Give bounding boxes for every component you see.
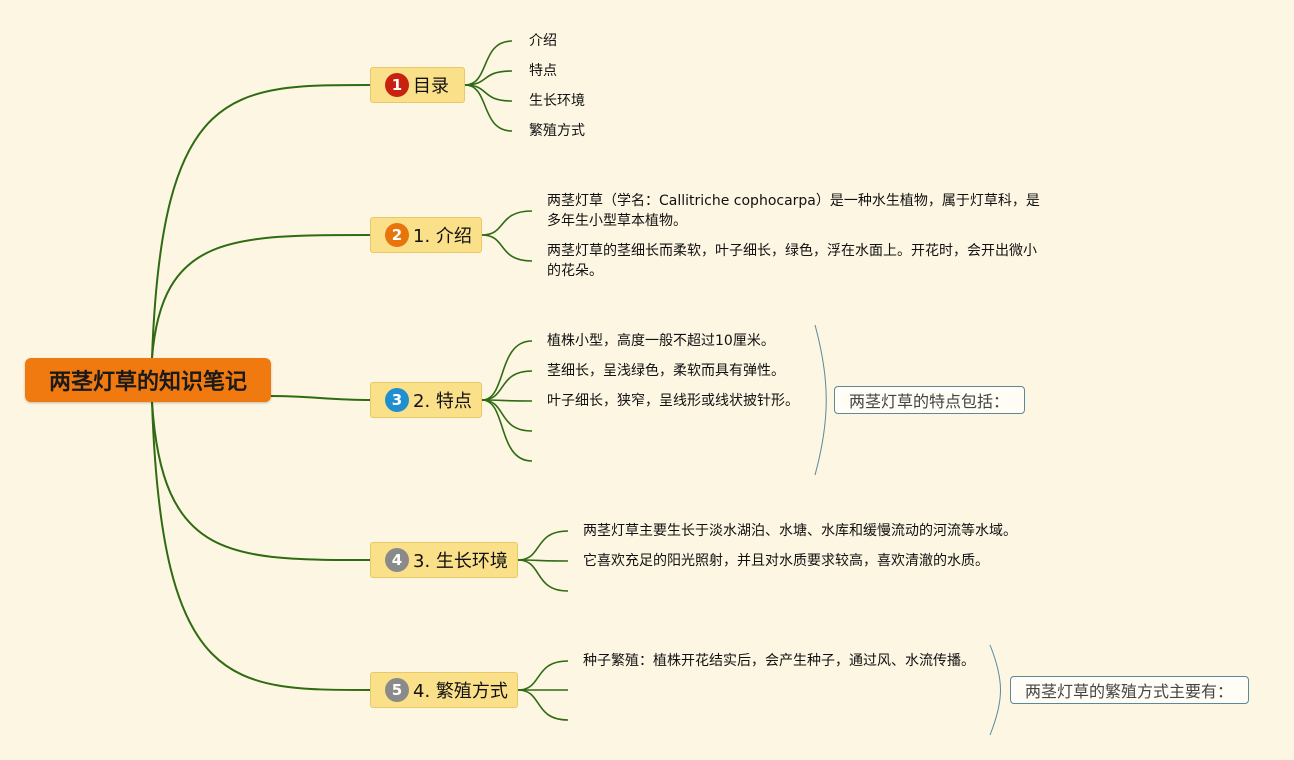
child-branch-3-2 [481, 370, 533, 401]
feature-item-3[interactable]: 叶子细长，狭窄，呈线形或线状披针形。 [547, 393, 799, 409]
topic-contents[interactable]: 1 目录 [370, 67, 465, 103]
child-branch-4-3 [517, 559, 569, 592]
habitat-text-2[interactable]: 它喜欢充足的阳光照射，并且对水质要求较高，喜欢清澈的水质。 [583, 553, 989, 569]
child-branch-3-4 [481, 399, 533, 432]
summary-reproduction[interactable]: 两茎灯草的繁殖方式主要有： [1010, 676, 1249, 704]
topic-label: 4. 繁殖方式 [413, 681, 508, 702]
summary-label: 两茎灯草的特点包括： [849, 392, 1010, 411]
main-branch-3 [270, 395, 371, 401]
child-branch-3-5 [481, 399, 533, 462]
topic-label: 3. 生长环境 [413, 551, 508, 572]
child-branch-2-1 [481, 210, 533, 236]
child-branch-1-4 [464, 84, 513, 132]
child-branch-4-1 [517, 530, 569, 561]
summary-features[interactable]: 两茎灯草的特点包括： [834, 386, 1025, 414]
child-branch-2-2 [481, 234, 533, 262]
summary-bracket-reproduction [989, 644, 1001, 736]
feature-item-2[interactable]: 茎细长，呈浅绿色，柔软而具有弹性。 [547, 363, 785, 379]
feature-item-1[interactable]: 植株小型，高度一般不超过10厘米。 [547, 333, 775, 349]
subtopic-features[interactable]: 特点 [529, 63, 557, 79]
subtopic-intro[interactable]: 介绍 [529, 33, 557, 49]
topic-habitat[interactable]: 4 3. 生长环境 [370, 542, 518, 578]
priority-1-icon: 1 [385, 73, 409, 97]
priority-3-icon: 3 [385, 388, 409, 412]
reproduction-text-1[interactable]: 种子繁殖：植株开花结实后，会产生种子，通过风、水流传播。 [583, 653, 975, 669]
subtopic-habitat[interactable]: 生长环境 [529, 93, 585, 109]
summary-label: 两茎灯草的繁殖方式主要有： [1025, 682, 1234, 701]
topic-features[interactable]: 3 2. 特点 [370, 382, 482, 418]
intro-text-1[interactable]: 两茎灯草（学名：Callitriche cophocarpa）是一种水生植物，属… [547, 193, 1040, 229]
root-topic[interactable]: 两茎灯草的知识笔记 [25, 358, 271, 402]
child-branch-5-3 [517, 689, 569, 721]
main-branch-1 [151, 84, 371, 359]
main-branch-4 [151, 401, 371, 561]
child-branch-3-1 [481, 340, 533, 401]
root-topic-label: 两茎灯草的知识笔记 [48, 370, 247, 395]
topic-label: 2. 特点 [413, 391, 472, 412]
summary-bracket-features [814, 324, 827, 476]
subtopic-reproduction[interactable]: 繁殖方式 [529, 123, 585, 139]
child-branch-1-1 [464, 40, 513, 86]
priority-4-icon: 4 [385, 548, 409, 572]
main-branch-2 [151, 234, 371, 359]
topic-label: 目录 [413, 76, 449, 97]
priority-2-icon: 2 [385, 223, 409, 247]
priority-5-icon: 5 [385, 678, 409, 702]
main-branch-5 [151, 401, 371, 691]
child-branch-5-1 [517, 660, 569, 691]
topic-introduction[interactable]: 2 1. 介绍 [370, 217, 482, 253]
habitat-text-1[interactable]: 两茎灯草主要生长于淡水湖泊、水塘、水库和缓慢流动的河流等水域。 [583, 523, 1017, 539]
topic-reproduction[interactable]: 5 4. 繁殖方式 [370, 672, 518, 708]
topic-label: 1. 介绍 [413, 226, 472, 247]
intro-text-2[interactable]: 两茎灯草的茎细长而柔软，叶子细长，绿色，浮在水面上。开花时，会开出微小的花朵。 [547, 243, 1037, 279]
